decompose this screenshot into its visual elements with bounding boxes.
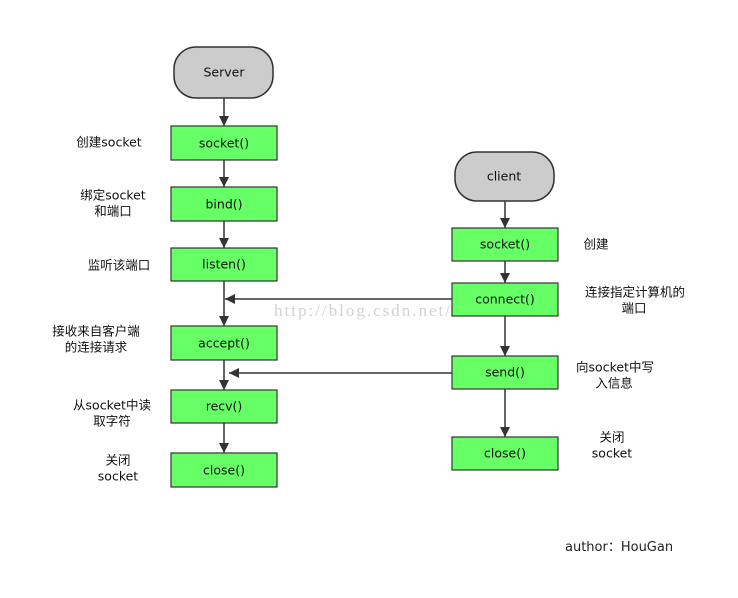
client-step-connect bbox=[451, 282, 559, 317]
note-client-connect-line1: 连接指定计算机的 bbox=[585, 285, 685, 300]
note-server-recv-line2: 取字符 bbox=[93, 414, 131, 429]
client-step-socket bbox=[451, 227, 559, 262]
client-step-send-label: send() bbox=[485, 365, 525, 380]
note-server-socket: 创建socket bbox=[76, 135, 142, 150]
server-column: Server socket() bind() listen() accept()… bbox=[170, 46, 278, 488]
note-server-accept-line2: 的连接请求 bbox=[65, 340, 128, 355]
note-client-send-line2: 入信息 bbox=[595, 376, 633, 391]
server-terminal-label: Server bbox=[204, 65, 246, 80]
server-step-socket bbox=[170, 125, 278, 161]
note-server-bind-line1: 绑定socket bbox=[80, 188, 146, 203]
server-notes: 创建socket 绑定socket 和端口 监听该端口 接收来自客户端 的连接请… bbox=[52, 135, 151, 484]
server-step-accept bbox=[170, 325, 278, 361]
client-step-send bbox=[451, 355, 559, 390]
note-server-listen: 监听该端口 bbox=[88, 258, 151, 273]
server-step-listen-label: listen() bbox=[202, 257, 246, 272]
client-step-close bbox=[451, 436, 559, 471]
note-server-close-line1: 关闭 bbox=[105, 453, 130, 468]
server-step-recv bbox=[170, 389, 278, 424]
author-credit: author：HouGan bbox=[565, 540, 673, 555]
client-step-connect-label: connect() bbox=[475, 292, 535, 307]
client-terminal-label: client bbox=[487, 169, 521, 184]
server-step-accept-label: accept() bbox=[198, 336, 250, 351]
note-server-recv-line1: 从socket中读 bbox=[73, 398, 151, 413]
note-client-close-line1: 关闭 bbox=[599, 430, 624, 445]
server-step-close bbox=[170, 452, 278, 488]
server-step-socket-label: socket() bbox=[199, 136, 249, 151]
server-step-bind-label: bind() bbox=[205, 197, 242, 212]
client-step-socket-label: socket() bbox=[480, 237, 530, 252]
note-server-bind-line2: 和端口 bbox=[94, 204, 132, 219]
note-server-close-line2: socket bbox=[98, 469, 139, 484]
note-client-socket: 创建 bbox=[583, 237, 609, 252]
client-notes: 创建 连接指定计算机的 端口 向socket中写 入信息 关闭 socket bbox=[576, 237, 685, 461]
note-client-send-line1: 向socket中写 bbox=[576, 360, 654, 375]
watermark: http://blog.csdn.net/ bbox=[274, 301, 452, 320]
note-client-close-line2: socket bbox=[592, 446, 633, 461]
client-step-close-label: close() bbox=[484, 446, 526, 461]
note-server-accept-line1: 接收来自客户端 bbox=[52, 324, 140, 339]
server-step-close-label: close() bbox=[203, 463, 245, 478]
server-step-recv-label: recv() bbox=[206, 399, 243, 414]
server-step-listen bbox=[170, 247, 278, 282]
client-column: client socket() connect() send() close() bbox=[451, 151, 559, 471]
note-client-connect-line2: 端口 bbox=[621, 301, 646, 316]
